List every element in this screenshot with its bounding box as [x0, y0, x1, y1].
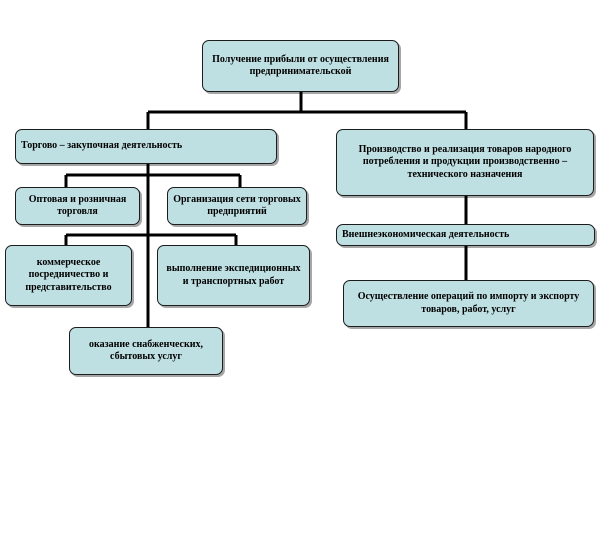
commercial-box: коммерческое посредничество и представит… — [5, 245, 132, 306]
foreign-trade-label: Внешнеэкономическая деятельность — [342, 228, 510, 240]
wholesale-box: Оптовая и розничная торговля — [15, 187, 140, 225]
wholesale-label: Оптовая и розничная торговля — [28, 193, 127, 217]
trade-label: Торгово – закупочная деятельность — [21, 140, 183, 152]
production-box: Производство и реализация товаров народн… — [336, 129, 594, 196]
import-export-label: Осуществление операций по импорту и эксп… — [357, 291, 580, 315]
commercial-label: коммерческое посредничество и представит… — [25, 257, 112, 293]
org-network-label: Организация сети торговых предприятий — [173, 193, 301, 217]
import-export-box: Осуществление операций по импорту и эксп… — [343, 280, 594, 327]
root-label: Получение прибыли от осуществления предп… — [212, 53, 389, 77]
production-label: Производство и реализация товаров народн… — [358, 144, 572, 180]
supply-box: оказание снабженческих, сбытовых услуг — [69, 327, 223, 375]
expedition-label: выполнение экспедиционных и транспортных… — [166, 263, 301, 287]
org-network-box: Организация сети торговых предприятий — [167, 187, 307, 225]
foreign-trade-box: Внешнеэкономическая деятельность — [336, 224, 595, 246]
trade-box: Торгово – закупочная деятельность — [15, 129, 277, 164]
root-box: Получение прибыли от осуществления предп… — [202, 40, 399, 92]
supply-label: оказание снабженческих, сбытовых услуг — [88, 338, 204, 362]
expedition-box: выполнение экспедиционных и транспортных… — [157, 245, 310, 306]
